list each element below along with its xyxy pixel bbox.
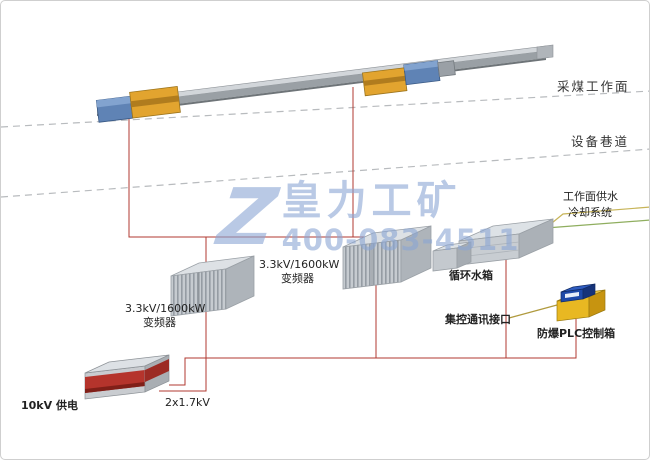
frequency-converter-upper [342, 225, 432, 290]
label-water-tank: 循环水箱 [449, 269, 493, 282]
label-converter-lower-rating: 3.3kV/1600kW [125, 302, 206, 315]
shearer-motor-right [361, 60, 456, 97]
label-output-voltage: 2x1.7kV [165, 396, 210, 409]
zone-label-working-face: 采煤工作面 [557, 79, 630, 94]
water-tank [458, 218, 554, 266]
label-plc-box: 防爆PLC控制箱 [537, 327, 616, 340]
label-cooling-system: 冷却系统 [568, 206, 612, 219]
power-supply-unit [84, 354, 170, 400]
label-water-supply: 工作面供水 [563, 190, 618, 203]
cable-loop [128, 111, 372, 244]
label-converter-upper-rating: 3.3kV/1600kW [259, 258, 340, 271]
zone-label-equipment-roadway: 设备巷道 [571, 134, 630, 149]
cable-converter-to-power [159, 311, 207, 392]
shearer-motor-left [95, 86, 181, 123]
label-comm-interface: 集控通讯接口 [445, 313, 511, 326]
zone-divider-lower [1, 148, 649, 198]
label-converter-lower-name: 变频器 [143, 316, 176, 329]
plc-control-box [556, 283, 606, 322]
label-converter-upper-name: 变频器 [281, 272, 314, 285]
pump-unit [432, 241, 472, 272]
frequency-converter-lower [170, 255, 255, 317]
cable-bus-horizontal [169, 319, 577, 386]
comm-link-line [508, 304, 558, 319]
label-power-supply: 10kV 供电 [21, 399, 78, 412]
